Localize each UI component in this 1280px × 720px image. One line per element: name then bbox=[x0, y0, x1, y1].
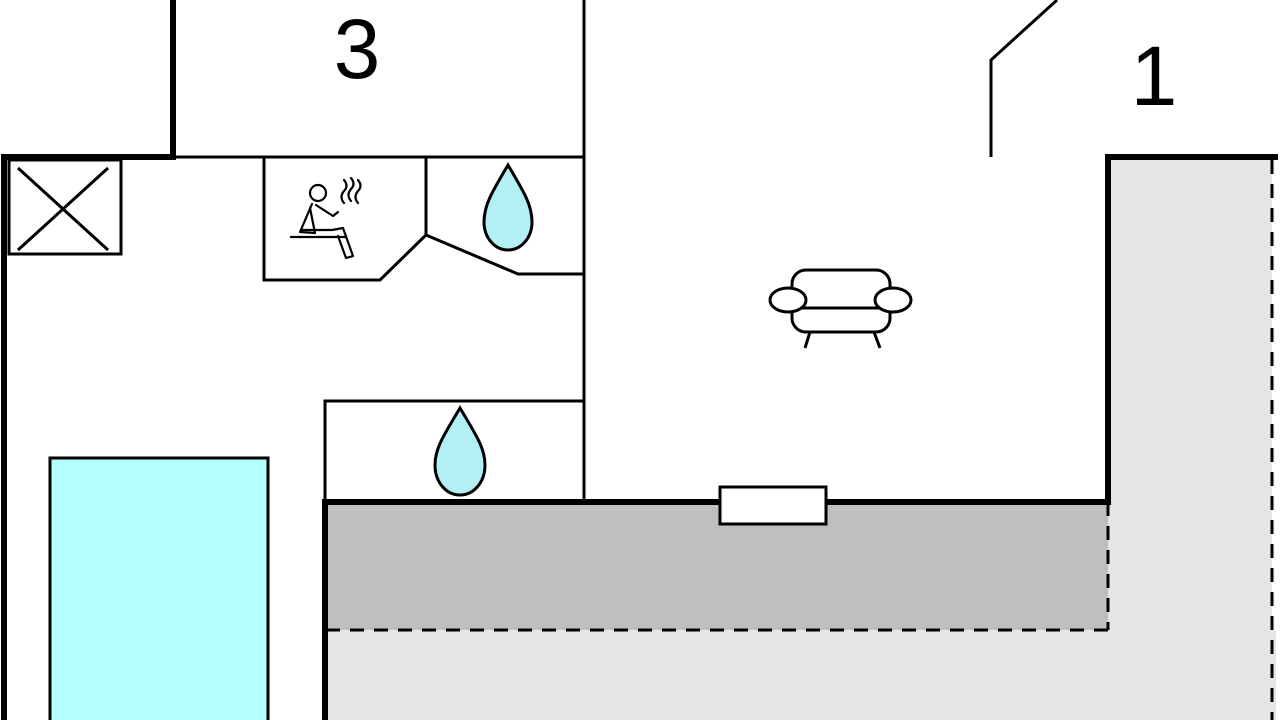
terrace-area bbox=[1108, 158, 1272, 720]
sofa-icon bbox=[768, 268, 913, 349]
window bbox=[718, 485, 828, 526]
pool bbox=[48, 456, 270, 720]
room-label-3: 3 bbox=[334, 2, 381, 96]
terrace-area-bottom bbox=[326, 630, 1276, 720]
water-drop-icon bbox=[433, 405, 487, 497]
sauna-icon bbox=[289, 176, 362, 260]
room-label-1: 1 bbox=[1131, 29, 1178, 123]
shaft-box bbox=[7, 158, 123, 256]
covered-terrace bbox=[326, 502, 1108, 630]
water-drop-icon bbox=[482, 162, 534, 252]
interior-walls bbox=[173, 0, 1059, 502]
